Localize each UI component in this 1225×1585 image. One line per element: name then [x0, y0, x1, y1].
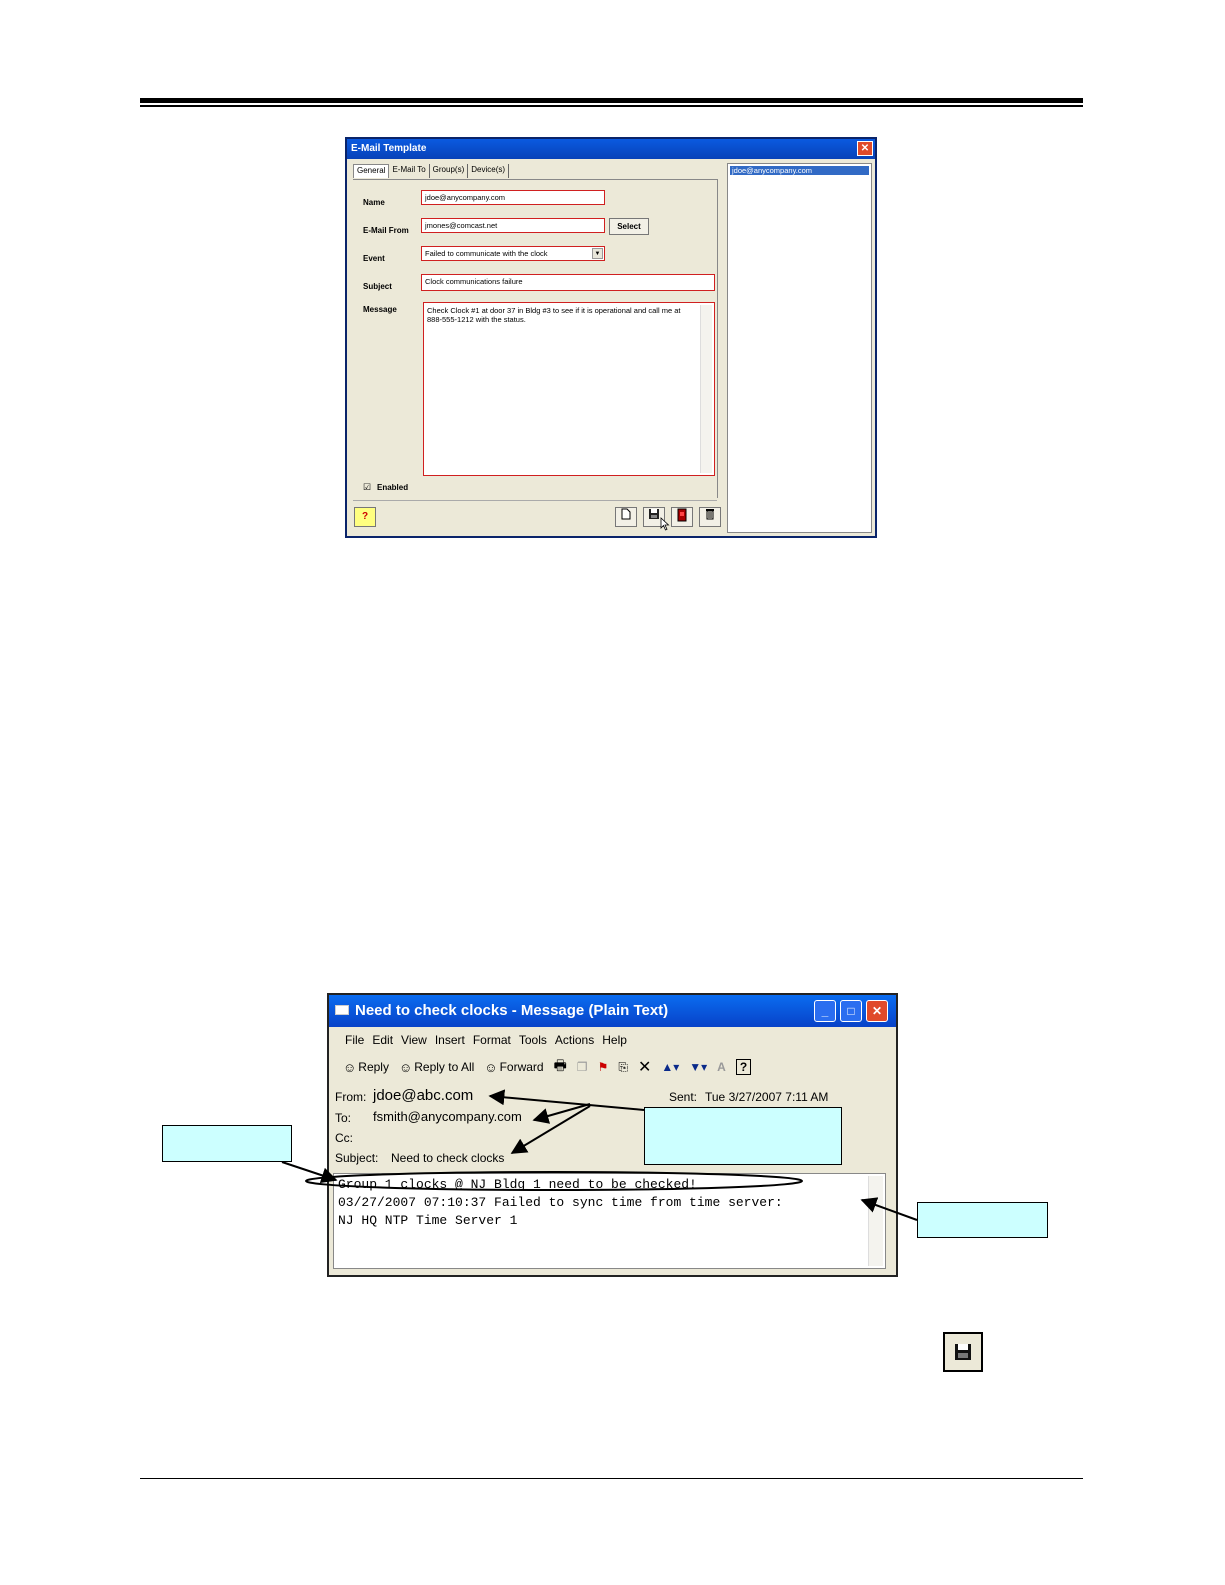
reply-all-label: Reply to All: [414, 1060, 475, 1074]
delete-icon[interactable]: ✕: [637, 1059, 652, 1076]
save-icon[interactable]: [643, 507, 665, 527]
message-textarea[interactable]: Check Clock #1 at door 37 in Bldg #3 to …: [423, 302, 715, 476]
dialog-tabs: General E-Mail To Group(s) Device(s): [353, 164, 510, 178]
exit-icon[interactable]: [671, 507, 693, 527]
from-label: From:: [335, 1090, 367, 1104]
menu-tools[interactable]: Tools: [518, 1033, 547, 1047]
copy-icon[interactable]: ❐: [576, 1060, 588, 1074]
select-button[interactable]: Select: [609, 218, 649, 235]
footer-rule: [140, 1478, 1083, 1479]
event-dropdown[interactable]: Failed to communicate with the clock ▼: [421, 246, 605, 261]
enabled-checkbox[interactable]: ☑: [363, 482, 372, 492]
recipient-list: jdoe@anycompany.com: [727, 163, 872, 533]
message-label: Message: [363, 305, 397, 314]
email-from-field[interactable]: jmones@comcast.net: [421, 218, 605, 233]
forward-icon: ☺: [484, 1059, 498, 1075]
arrow-to-ellipse: [281, 1161, 338, 1184]
sent-value: Tue 3/27/2007 7:11 AM: [705, 1090, 829, 1104]
envelope-icon: [335, 1005, 349, 1015]
tab-email-to[interactable]: E-Mail To: [389, 164, 430, 178]
help-icon[interactable]: ?: [354, 507, 376, 527]
next-item-icon[interactable]: ▼▾: [689, 1060, 708, 1074]
subject-ellipse: [305, 1171, 803, 1191]
move-to-folder-icon[interactable]: ⎘: [618, 1059, 628, 1074]
menu-edit[interactable]: Edit: [372, 1033, 394, 1047]
callout-box-message-text: [917, 1202, 1048, 1238]
name-label: Name: [363, 198, 385, 207]
menu-view[interactable]: View: [401, 1033, 427, 1047]
reply-label: Reply: [358, 1060, 389, 1074]
subject-value: Need to check clocks: [391, 1151, 505, 1165]
delete-icon[interactable]: [699, 507, 721, 527]
dialog-bottom-divider: [353, 500, 717, 501]
sent-label: Sent:: [669, 1090, 698, 1104]
flag-icon[interactable]: ⚑: [597, 1060, 609, 1074]
tab-general[interactable]: General: [353, 164, 390, 178]
subject-label: Subject: [363, 282, 392, 291]
arrow-to-to: [532, 1103, 591, 1124]
arrow-to-from: [488, 1089, 645, 1111]
to-value[interactable]: fsmith@anycompany.com: [373, 1109, 522, 1124]
maximize-icon[interactable]: □: [840, 1000, 862, 1022]
menu-actions[interactable]: Actions: [554, 1033, 595, 1047]
minimize-icon[interactable]: _: [814, 1000, 836, 1022]
menu-file[interactable]: File: [345, 1033, 365, 1047]
dialog-title: E-Mail Template: [347, 139, 875, 159]
general-panel: Name jdoe@anycompany.com E-Mail From jmo…: [353, 179, 718, 498]
message-body[interactable]: Group 1 clocks @ NJ Bldg 1 need to be ch…: [333, 1173, 886, 1269]
header-rule-thin: [140, 105, 1083, 107]
enabled-label: Enabled: [377, 483, 409, 492]
mouse-cursor-icon: [660, 517, 670, 531]
body-line-2: 03/27/2007 07:10:37 Failed to sync time …: [338, 1195, 783, 1210]
help-icon[interactable]: ?: [735, 1059, 752, 1075]
callout-box-subject-line: [162, 1125, 292, 1162]
subject-label: Subject:: [335, 1151, 379, 1165]
message-window-title: Need to check clocks - Message (Plain Te…: [329, 995, 896, 1027]
new-icon[interactable]: [615, 507, 637, 527]
to-label: To:: [335, 1111, 352, 1125]
font-size-icon[interactable]: A: [717, 1060, 726, 1074]
email-template-dialog: E-Mail Template ✕ General E-Mail To Grou…: [345, 137, 877, 538]
print-icon[interactable]: 🖶: [553, 1057, 567, 1073]
menu-help[interactable]: Help: [602, 1033, 627, 1047]
from-value[interactable]: jdoe@abc.com: [373, 1087, 474, 1104]
subject-field[interactable]: Clock communications failure: [421, 274, 715, 291]
reply-all-button[interactable]: ☺ Reply to All: [399, 1060, 474, 1075]
arrow-to-body: [860, 1197, 918, 1221]
reply-all-icon: ☺: [398, 1059, 413, 1075]
tab-groups[interactable]: Group(s): [430, 164, 469, 178]
save-icon: [943, 1332, 983, 1372]
arrow-to-subject: [510, 1105, 591, 1154]
email-from-label: E-Mail From: [363, 226, 409, 235]
menu-insert[interactable]: Insert: [434, 1033, 465, 1047]
event-label: Event: [363, 254, 385, 263]
event-value: Failed to communicate with the clock: [425, 249, 548, 258]
close-icon[interactable]: ✕: [857, 141, 873, 156]
body-line-3: NJ HQ NTP Time Server 1: [338, 1213, 518, 1228]
callout-box-header-fields: [644, 1107, 842, 1165]
cc-label: Cc:: [335, 1131, 353, 1145]
forward-label: Forward: [499, 1060, 544, 1074]
list-item[interactable]: jdoe@anycompany.com: [730, 166, 869, 175]
close-icon[interactable]: ✕: [866, 1000, 888, 1022]
menu-bar: File Edit View Insert Format Tools Actio…: [337, 1029, 890, 1051]
menu-format[interactable]: Format: [472, 1033, 511, 1047]
reply-button[interactable]: ☺ Reply: [343, 1060, 389, 1075]
message-toolbar: ☺ Reply ☺ Reply to All ☺ Forward 🖶 ❐ ⚑ ⎘…: [337, 1053, 890, 1081]
chevron-down-icon[interactable]: ▼: [592, 248, 603, 259]
header-rule-thick: [140, 98, 1083, 103]
previous-item-icon[interactable]: ▲▾: [661, 1060, 680, 1074]
tab-devices[interactable]: Device(s): [468, 164, 510, 178]
forward-button[interactable]: ☺ Forward: [484, 1060, 543, 1075]
reply-icon: ☺: [343, 1059, 357, 1075]
message-scrollbar[interactable]: [700, 305, 712, 473]
message-text: Check Clock #1 at door 37 in Bldg #3 to …: [427, 306, 681, 324]
name-field[interactable]: jdoe@anycompany.com: [421, 190, 605, 205]
